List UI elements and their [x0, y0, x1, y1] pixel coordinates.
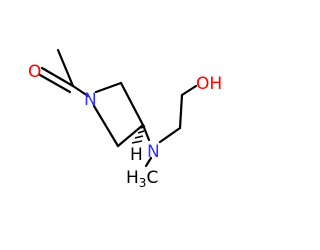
bond-ring-c3-c4 [116, 123, 145, 148]
methyl-subscript: 3 [139, 176, 147, 190]
atom-hydrogen-stereo: H [130, 145, 143, 165]
bond-amine-methyl [144, 156, 153, 168]
bond-ring-c4-n [92, 104, 120, 148]
bond-amine-ch2 [158, 126, 182, 144]
molecule-structure: O N H N OH H3C [28, 48, 222, 190]
bond-carbonyl-oxygen-2 [38, 73, 72, 94]
methyl-h: H [126, 168, 139, 188]
methyl-c: C [146, 168, 158, 188]
bond-carbonyl-oxygen-1 [40, 66, 75, 88]
atom-methyl: H3C [126, 168, 158, 190]
atom-oxygen-carbonyl: O [28, 62, 41, 82]
atom-hydroxyl: OH [196, 74, 222, 94]
bond-c3-amine-n [141, 123, 151, 142]
bond-methyl-carbonyl [56, 48, 75, 88]
bond-ch2-oh [180, 84, 198, 97]
bond-ring-n-c2 [94, 81, 123, 94]
bond-ring-c2-c3 [119, 81, 145, 127]
atom-nitrogen-amine: N [147, 142, 160, 162]
bond-carbonyl-ring-n [71, 84, 90, 98]
atom-nitrogen-ring: N [84, 90, 97, 110]
bond-ch2-ch2 [178, 93, 184, 130]
